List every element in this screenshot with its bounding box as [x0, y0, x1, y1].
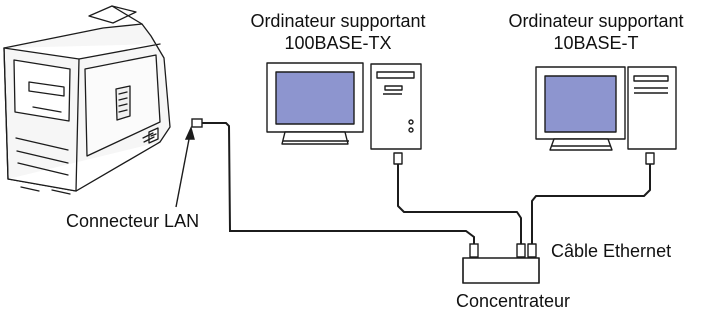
computer-100base-tx-label-line-2: 100BASE-TX: [284, 33, 392, 53]
computer-100base-tx: [266, 62, 526, 258]
computer-10base-t: [527, 66, 677, 258]
computer-10base-t-label-line-2: 10BASE-T: [553, 33, 639, 53]
ethernet-cable-label: Câble Ethernet: [551, 241, 672, 261]
lan-port-on-printer: [191, 118, 479, 258]
computer-100base-tx-label: Ordinateur supportant 100BASE-TX: [228, 10, 448, 54]
lan-connector-label: Connecteur LAN: [66, 211, 200, 231]
computer-10base-t-label: Ordinateur supportant 10BASE-T: [486, 10, 706, 54]
hub-label: Concentrateur: [455, 291, 571, 311]
computer-10base-t-label-line-1: Ordinateur supportant: [508, 11, 684, 31]
computer-100base-tx-label-line-1: Ordinateur supportant: [250, 11, 426, 31]
lan-connector-pointer: [175, 125, 195, 208]
hub-device: [462, 257, 540, 284]
printer-illustration: [3, 5, 171, 195]
